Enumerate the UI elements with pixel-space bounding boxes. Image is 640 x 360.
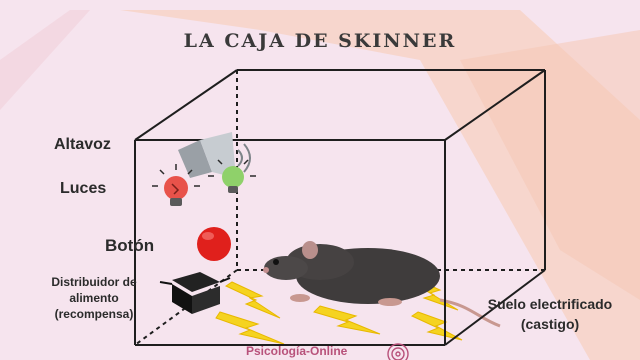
speaker-icon [178,132,251,178]
floor-label-line2: (castigo) [520,316,580,332]
electrified-floor-label: Suelo electrificado (castigo) [460,294,640,334]
speaker-label: Altavoz [54,136,111,153]
diagram-title: LA CAJA DE SKINNER [183,30,457,52]
food-label-line3: (recompensa) [54,307,134,321]
floor-label-line1: Suelo electrificado [487,296,613,312]
red-bulb-icon [152,164,200,206]
lights-label: Luces [60,180,107,197]
fingerprint-icon [387,343,409,360]
food-dispenser-label: Distribuidor de alimento (recompensa) [30,274,158,322]
red-button-icon [197,227,231,261]
rat-icon [263,241,501,328]
button-label: Botón [105,236,155,255]
food-box-icon [159,272,231,314]
green-bulb-icon [208,159,256,193]
food-label-line2: alimento [69,291,119,305]
food-label-line1: Distribuidor de [51,275,137,289]
brand-logo-text: Psicología-Online [246,344,348,358]
